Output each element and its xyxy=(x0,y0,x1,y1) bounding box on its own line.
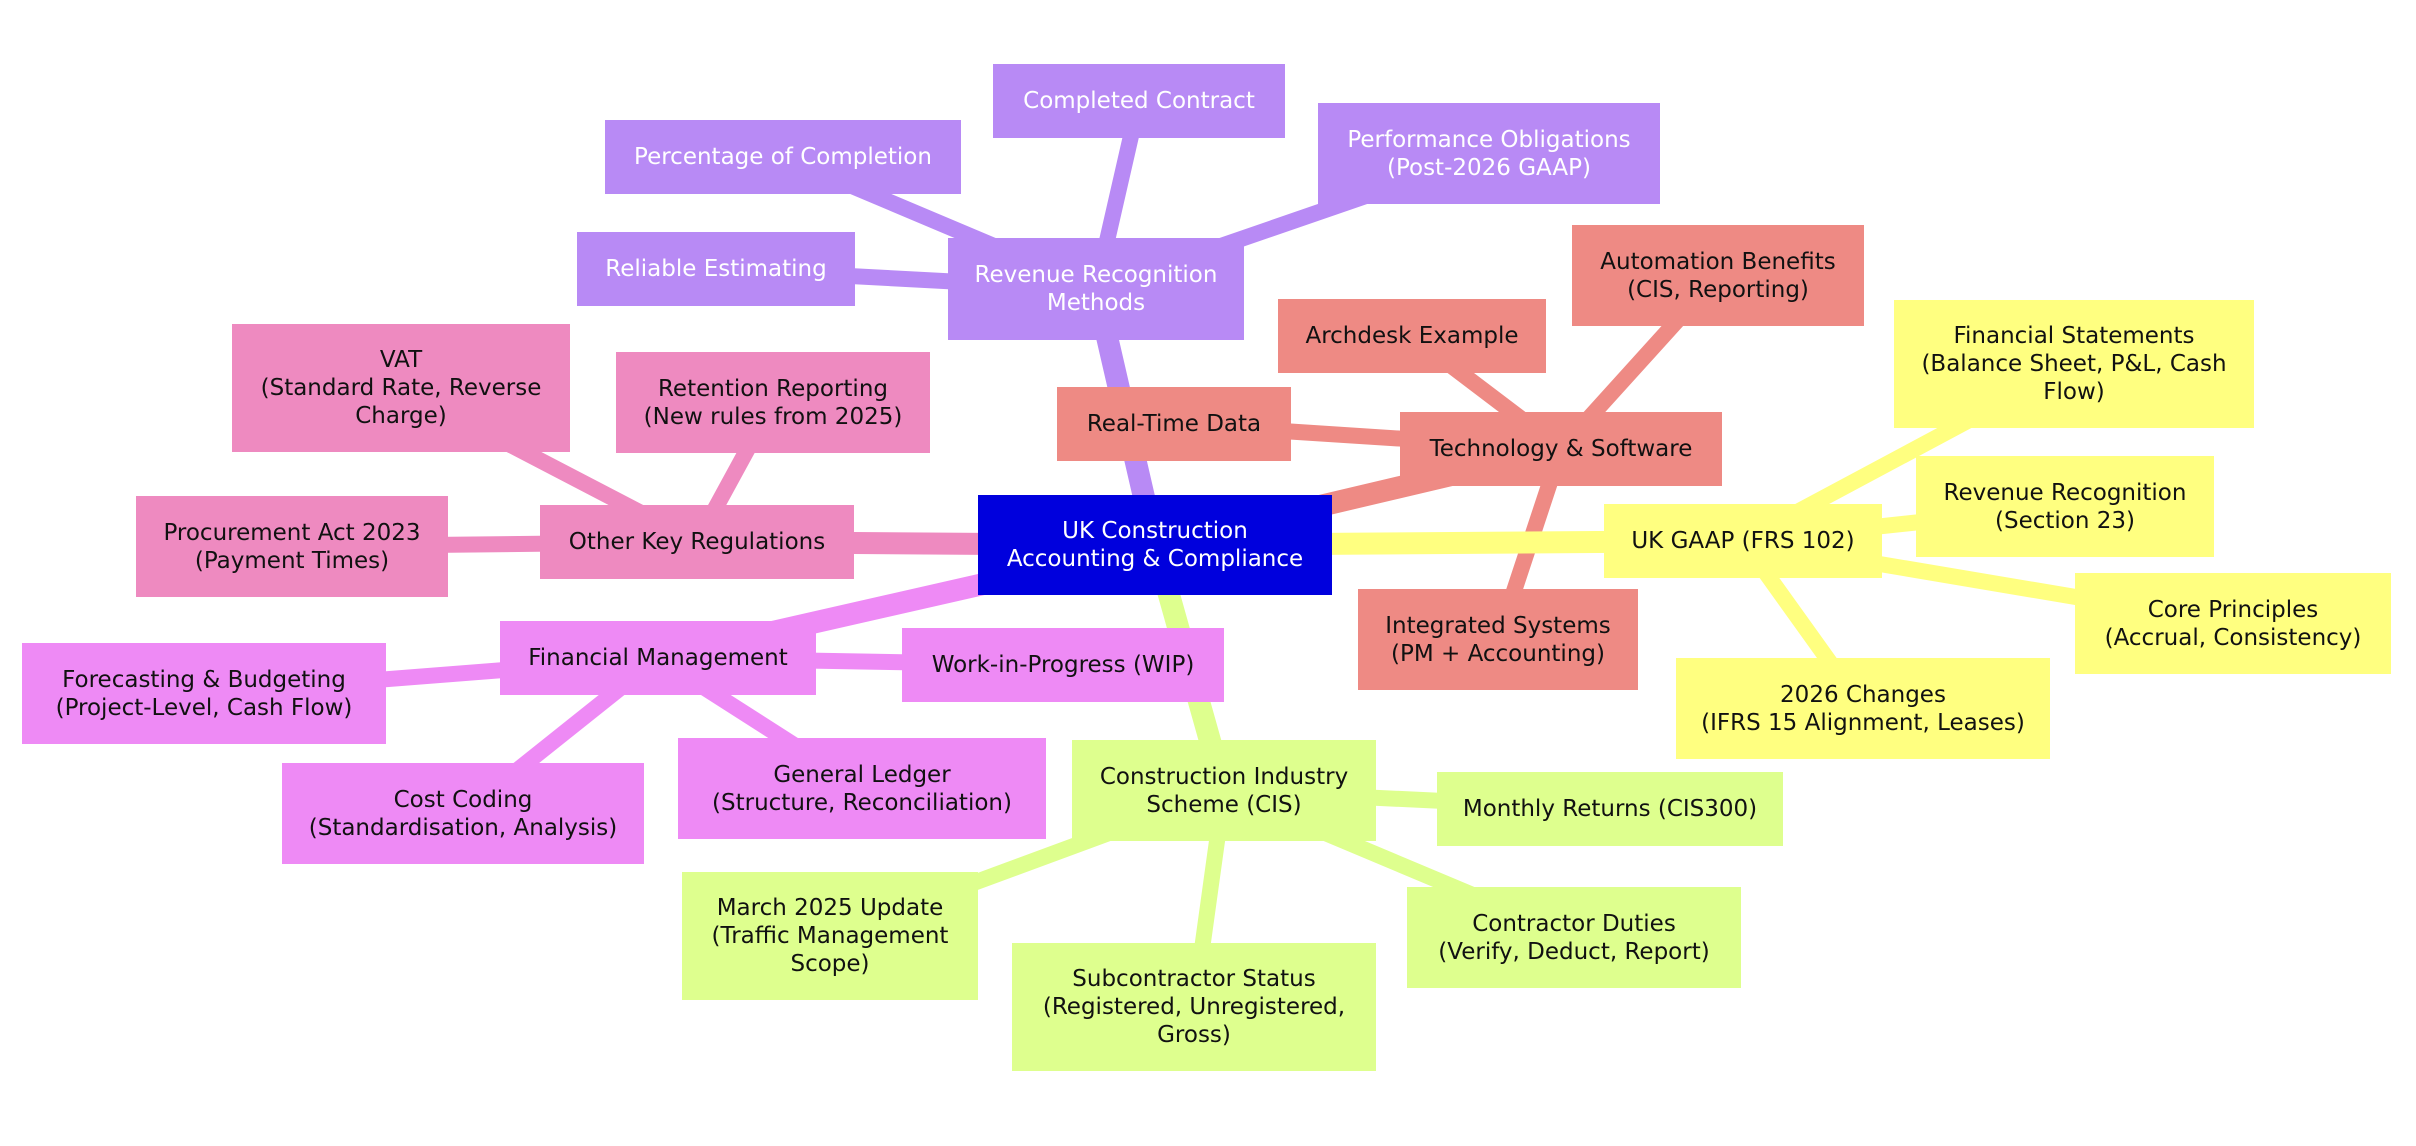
node-cis: Construction Industry Scheme (CIS) xyxy=(1072,740,1376,841)
node-fin-forecast: Forecasting & Budgeting (Project-Level, … xyxy=(22,643,386,744)
node-gaap-core: Core Principles (Accrual, Consistency) xyxy=(2075,573,2391,674)
node-tech-archdesk: Archdesk Example xyxy=(1278,299,1546,373)
node-tech-integrated: Integrated Systems (PM + Accounting) xyxy=(1358,589,1638,690)
node-reg-procurement: Procurement Act 2023 (Payment Times) xyxy=(136,496,448,597)
node-rev: Revenue Recognition Methods xyxy=(948,238,1244,340)
node-cis-subcontractor: Subcontractor Status (Registered, Unregi… xyxy=(1012,943,1376,1071)
node-rev-reliable: Reliable Estimating xyxy=(577,232,855,306)
node-cis-contractor: Contractor Duties (Verify, Deduct, Repor… xyxy=(1407,887,1741,988)
node-gaap: UK GAAP (FRS 102) xyxy=(1604,504,1882,578)
node-root: UK Construction Accounting & Compliance xyxy=(978,495,1332,595)
node-cis-monthly: Monthly Returns (CIS300) xyxy=(1437,772,1783,846)
node-rev-performance: Performance Obligations (Post-2026 GAAP) xyxy=(1318,103,1660,204)
node-gaap-2026: 2026 Changes (IFRS 15 Alignment, Leases) xyxy=(1676,658,2050,759)
node-cis-march: March 2025 Update (Traffic Management Sc… xyxy=(682,872,978,1000)
node-tech: Technology & Software xyxy=(1400,412,1722,486)
node-tech-realtime: Real-Time Data xyxy=(1057,387,1291,461)
node-fin: Financial Management xyxy=(500,621,816,695)
node-fin-cost: Cost Coding (Standardisation, Analysis) xyxy=(282,763,644,864)
node-reg-vat: VAT (Standard Rate, Reverse Charge) xyxy=(232,324,570,452)
node-rev-percentage: Percentage of Completion xyxy=(605,120,961,194)
node-rev-completed: Completed Contract xyxy=(993,64,1285,138)
node-tech-automation: Automation Benefits (CIS, Reporting) xyxy=(1572,225,1864,326)
node-reg: Other Key Regulations xyxy=(540,505,854,579)
node-gaap-statements: Financial Statements (Balance Sheet, P&L… xyxy=(1894,300,2254,428)
node-fin-ledger: General Ledger (Structure, Reconciliatio… xyxy=(678,738,1046,839)
node-gaap-revenue: Revenue Recognition (Section 23) xyxy=(1916,456,2214,557)
node-reg-retention: Retention Reporting (New rules from 2025… xyxy=(616,352,930,453)
node-fin-wip: Work-in-Progress (WIP) xyxy=(902,628,1224,702)
